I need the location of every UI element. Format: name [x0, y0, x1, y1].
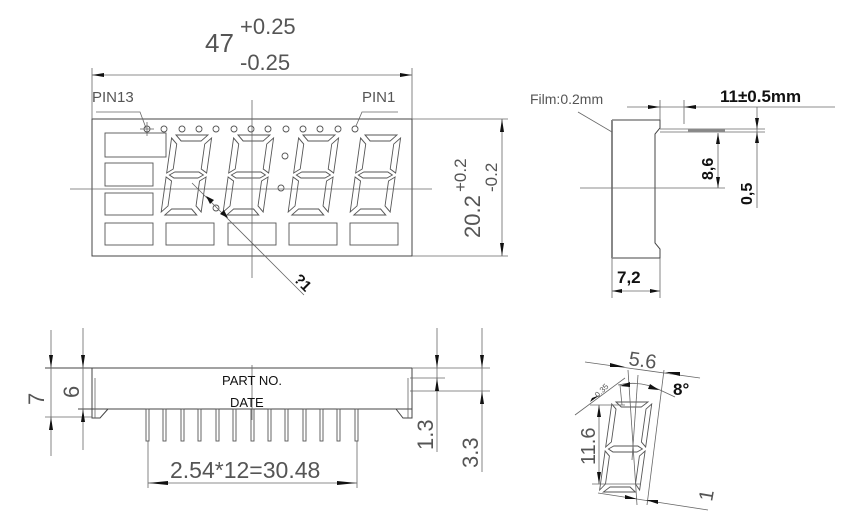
height-tol-plus: +0.2: [451, 158, 470, 192]
slant-angle-dim: 8°: [673, 380, 689, 399]
width-tol-plus: +0.25: [240, 14, 296, 39]
part-no-label: PART NO.: [222, 373, 282, 388]
dim-7-2: 7,2: [617, 268, 641, 287]
bottom-view: PART NO. DATE 2.54*12=30.48 7 6: [24, 328, 490, 488]
date-label: DATE: [230, 395, 264, 410]
dim-1-3: 1.3: [413, 419, 438, 450]
pins: [145, 408, 359, 442]
seven-segment-digits: [160, 134, 402, 216]
digit-detail-view: 0.35 5.6 8° 11.6 1: [574, 348, 719, 511]
dim-7: 7: [24, 393, 49, 405]
depth-dimension: 11±0.5mm: [720, 87, 801, 106]
front-view: 47 +0.25 -0.25 PIN13 PIN1: [70, 14, 508, 296]
digit-height-dim: 11.6: [578, 428, 600, 465]
dim-0-5: 0,5: [739, 183, 756, 205]
pin13-label: PIN13: [92, 89, 134, 106]
width-tol-minus: -0.25: [240, 50, 290, 75]
segment-gap-dim: 1: [695, 488, 719, 503]
dim-3-3: 3.3: [458, 437, 483, 468]
pin-holes: [140, 122, 359, 136]
height-tol-minus: -0.2: [482, 163, 501, 192]
indicator-boxes: [104, 132, 399, 246]
film-label: Film:0.2mm: [530, 91, 603, 107]
height-nominal: 20.2: [460, 195, 485, 238]
pin1-label: PIN1: [362, 89, 395, 106]
dim-6: 6: [59, 386, 84, 398]
side-view: Film:0.2mm 11±0.5mm 8,6 0,5 7,2: [530, 87, 835, 298]
digit-width-dim: 5.6: [627, 348, 658, 374]
width-nominal: 47: [205, 28, 234, 58]
hole-diameter-dim: ?1: [290, 271, 314, 295]
segment-width-dim: 0.35: [593, 382, 611, 400]
dim-8-6: 8,6: [700, 158, 717, 180]
pitch-dimension: 2.54*12=30.48: [170, 457, 320, 483]
